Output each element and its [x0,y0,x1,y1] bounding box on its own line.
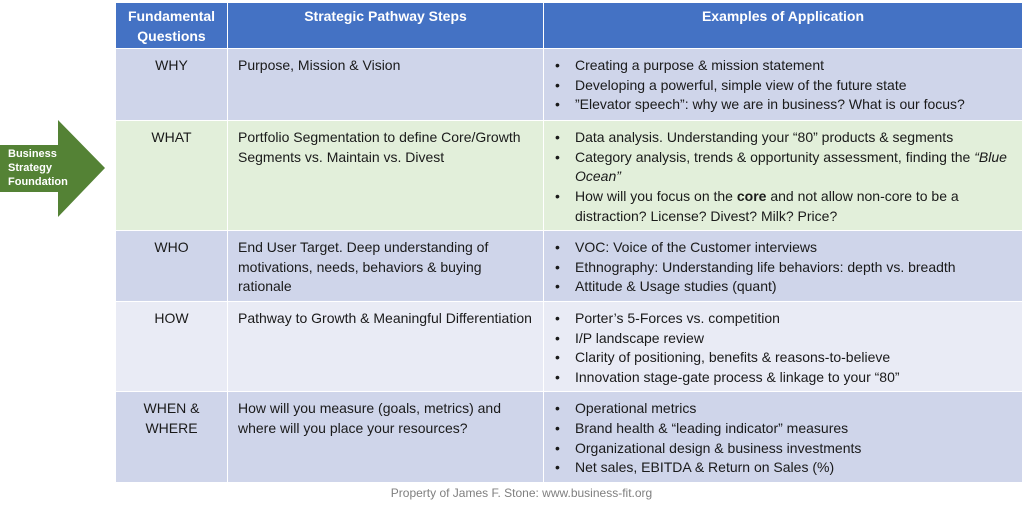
examples-cell: VOC: Voice of the Customer interviews Et… [543,230,1023,302]
arrow-label: Business Strategy Foundation [8,147,88,189]
list-item: How will you focus on the core and not a… [552,187,1014,226]
list-item: Operational metrics [552,399,1014,419]
list-item: Developing a powerful, simple view of th… [552,76,1014,96]
core-text: core [736,187,767,204]
question-cell: WHY [115,48,228,122]
question-cell: WHEN & WHERE [115,391,228,483]
list-item: Organizational design & business investm… [552,439,1014,459]
list-item-text: and not allow non-core to be a distracti… [575,187,959,224]
list-item: ”Elevator speech”: why we are in busines… [552,95,1014,115]
arrow-label-line: Foundation [8,176,68,188]
header-examples-of-application: Examples of Application [543,1,1023,50]
examples-list: Operational metrics Brand health & “lead… [552,399,1014,477]
examples-list: Data analysis. Understanding your “80” p… [552,128,1014,226]
list-item: Porter’s 5-Forces vs. competition [552,309,1014,329]
table-row-how: HOW Pathway to Growth & Meaningful Diffe… [115,300,1023,393]
examples-list: VOC: Voice of the Customer interviews Et… [552,238,1014,297]
list-item: I/P landscape review [552,329,1014,349]
arrow-label-line: Business [8,148,57,160]
question-cell: WHAT [115,120,228,232]
header-strategic-pathway-steps: Strategic Pathway Steps [227,1,544,50]
list-item: VOC: Voice of the Customer interviews [552,238,1014,258]
question-text: WHEN & [143,400,200,417]
list-item: Ethnography: Understanding life behavior… [552,258,1014,278]
question-cell: WHO [115,230,228,302]
list-item: Brand health & “leading indicator” measu… [552,419,1014,439]
business-strategy-foundation-arrow: Business Strategy Foundation [0,120,106,218]
list-item: Data analysis. Understanding your “80” p… [552,128,1014,148]
header-fundamental-questions: Fundamental Questions [115,1,228,50]
list-item: Clarity of positioning, benefits & reaso… [552,348,1014,368]
header-text: Fundamental [127,8,216,24]
examples-list: Creating a purpose & mission statement D… [552,56,1014,115]
step-cell: Pathway to Growth & Meaningful Different… [227,300,544,393]
step-cell: How will you measure (goals, metrics) an… [227,391,544,483]
step-cell: Purpose, Mission & Vision [227,48,544,122]
examples-cell: Porter’s 5-Forces vs. competition I/P la… [543,300,1023,393]
strategy-table: Fundamental Questions Strategic Pathway … [115,1,1023,483]
footer-copyright: Property of James F. Stone: www.business… [390,486,653,500]
question-cell: HOW [115,300,228,393]
examples-cell: Creating a purpose & mission statement D… [543,48,1023,122]
examples-cell: Operational metrics Brand health & “lead… [543,391,1023,483]
list-item-text: How will you focus on the [575,187,737,204]
examples-list: Porter’s 5-Forces vs. competition I/P la… [552,309,1014,387]
table-row-who: WHO End User Target. Deep understanding … [115,230,1023,302]
list-item-text: Category analysis, trends & opportunity … [575,148,975,165]
step-cell: End User Target. Deep understanding of m… [227,230,544,302]
header-text: Questions [137,27,206,44]
table-row-when-where: WHEN & WHERE How will you measure (goals… [115,391,1023,483]
step-cell: Portfolio Segmentation to define Core/Gr… [227,120,544,232]
list-item: Innovation stage-gate process & linkage … [552,368,1014,388]
blue-ocean-text: “Blue Ocean” [575,148,1007,185]
table-header-row: Fundamental Questions Strategic Pathway … [115,1,1023,50]
right-arrow-icon [0,120,105,217]
arrow-label-line: Strategy [8,162,53,174]
question-text: WHERE [145,419,198,436]
list-item: Category analysis, trends & opportunity … [552,148,1014,187]
list-item: Creating a purpose & mission statement [552,56,1014,76]
table-row-what: WHAT Portfolio Segmentation to define Co… [115,120,1023,232]
table-row-why: WHY Purpose, Mission & Vision Creating a… [115,48,1023,122]
list-item: Attitude & Usage studies (quant) [552,277,1014,297]
list-item: Net sales, EBITDA & Return on Sales (%) [552,458,1014,478]
examples-cell: Data analysis. Understanding your “80” p… [543,120,1023,232]
